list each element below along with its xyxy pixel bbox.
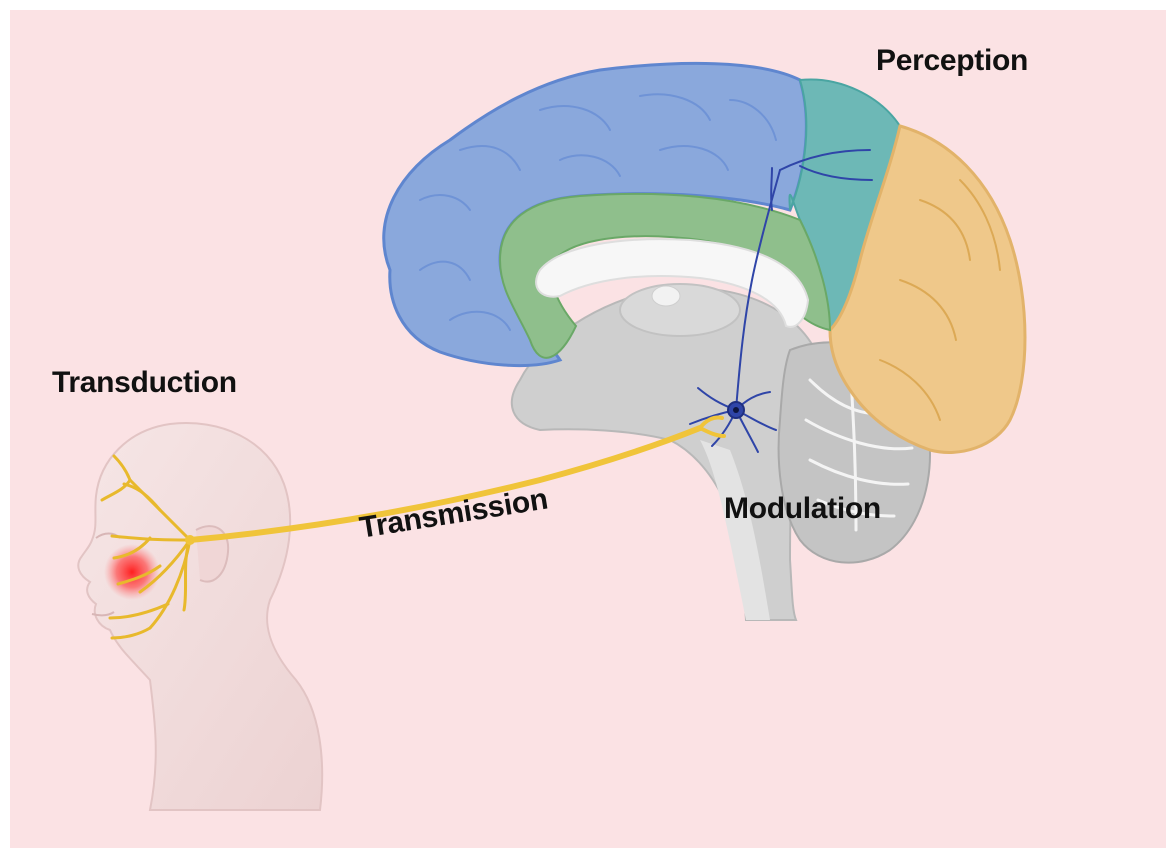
perception-label: Perception xyxy=(876,44,1028,78)
transduction-label: Transduction xyxy=(52,366,237,400)
brain-icon xyxy=(384,63,1025,620)
ganglion-icon xyxy=(185,535,195,545)
modulation-label: Modulation xyxy=(724,492,881,526)
